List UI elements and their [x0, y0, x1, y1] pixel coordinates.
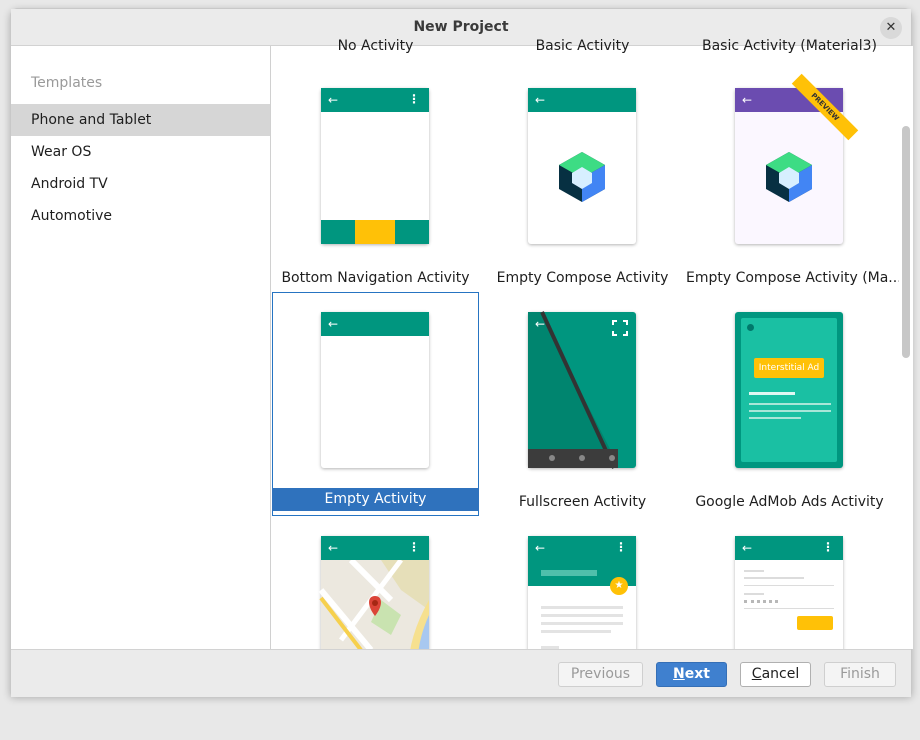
sidebar-item-android-tv[interactable]: Android TV — [31, 176, 108, 192]
back-arrow-icon: ← — [742, 541, 753, 555]
scrollbar-thumb[interactable] — [902, 126, 910, 358]
bottom-nav-bar — [321, 220, 429, 244]
back-arrow-icon: ← — [328, 317, 339, 331]
back-arrow-icon: ← — [742, 93, 753, 107]
templates-sidebar: Templates Phone and Tablet Wear OS Andro… — [11, 46, 271, 649]
toolbar-title-placeholder — [541, 570, 597, 576]
dot-indicator — [747, 324, 754, 331]
template-thumbnail: ← — [528, 311, 636, 469]
template-thumbnail: ← — [528, 88, 636, 244]
template-empty-compose-activity-material3[interactable]: ← PREVIEW Empty Compose Activity (Ma... — [686, 68, 902, 292]
dialog-title: New Project — [413, 19, 509, 35]
app-bar: ← ⋮ — [321, 88, 429, 112]
back-arrow-icon: ← — [328, 541, 339, 555]
template-login-activity[interactable]: ← ⋮ — [686, 516, 893, 740]
app-bar: ← ⋮ — [735, 536, 843, 560]
jetpack-compose-logo-icon — [766, 152, 812, 202]
cancel-label-rest: ancel — [761, 666, 800, 682]
placeholder-line — [749, 392, 795, 395]
app-bar: ← — [528, 88, 636, 112]
new-project-dialog: New Project ✕ Templates Phone and Tablet… — [10, 8, 913, 697]
template-label-no-activity[interactable]: No Activity — [337, 38, 414, 54]
cancel-button[interactable]: Cancel — [740, 662, 811, 687]
template-bottom-navigation-activity[interactable]: ← ⋮ Bottom Navigation Activity — [272, 68, 479, 292]
dialog-footer: Previous Next Cancel Finish — [11, 649, 911, 697]
ad-card: Interstitial Ad — [741, 318, 837, 462]
back-arrow-icon: ← — [535, 93, 546, 107]
template-google-admob-ads-activity[interactable]: Interstitial Ad Google AdMob Ads Activit… — [686, 292, 893, 516]
title-bar: New Project ✕ — [11, 9, 911, 46]
placeholder-line — [541, 606, 623, 609]
template-google-maps-activity[interactable]: ← ⋮ — [272, 516, 479, 740]
placeholder-line — [749, 410, 831, 412]
fab-star-icon: ★ — [610, 577, 628, 595]
template-thumbnail: ← PREVIEW — [735, 73, 859, 244]
interstitial-ad-label: Interstitial Ad — [754, 358, 824, 378]
template-label: Fullscreen Activity — [518, 494, 647, 510]
sidebar-item-automotive[interactable]: Automotive — [31, 208, 112, 224]
more-vert-icon: ⋮ — [408, 92, 420, 106]
template-label: Bottom Navigation Activity — [281, 270, 470, 286]
close-button[interactable]: ✕ — [880, 17, 902, 39]
placeholder-line — [541, 646, 559, 651]
template-grid-scrollbar[interactable] — [899, 46, 913, 649]
app-bar: ← — [321, 312, 429, 336]
placeholder-line — [541, 622, 623, 625]
template-label: Google AdMob Ads Activity — [695, 494, 884, 510]
previous-button[interactable]: Previous — [558, 662, 643, 687]
cancel-mnemonic: C — [751, 666, 762, 682]
template-label: Empty Compose Activity — [496, 270, 669, 286]
sidebar-header: Templates — [31, 75, 103, 91]
sidebar-item-wear-os[interactable]: Wear OS — [31, 144, 92, 160]
template-empty-compose-activity[interactable]: ← Empty Compose Activity — [479, 68, 686, 292]
placeholder-line — [541, 630, 611, 633]
placeholder-line — [744, 577, 804, 579]
back-arrow-icon: ← — [535, 541, 546, 555]
placeholder-line — [749, 417, 801, 419]
template-thumbnail: ← — [321, 312, 429, 468]
bottom-nav-selected-item — [355, 220, 395, 244]
next-mnemonic: N — [673, 666, 685, 682]
template-label-basic-activity[interactable]: Basic Activity — [535, 38, 630, 54]
template-grid: No Activity Basic Activity Basic Activit… — [272, 38, 902, 692]
template-label-basic-activity-material3[interactable]: Basic Activity (Material3) — [701, 38, 878, 54]
more-vert-icon: ⋮ — [615, 540, 627, 554]
back-arrow-icon: ← — [328, 93, 339, 107]
fullscreen-icon — [612, 320, 628, 336]
password-dots — [744, 600, 778, 603]
placeholder-line — [744, 585, 834, 586]
more-vert-icon: ⋮ — [822, 540, 834, 554]
template-empty-activity[interactable]: ← Empty Activity — [272, 292, 479, 516]
finish-button[interactable]: Finish — [824, 662, 896, 687]
placeholder-line — [744, 570, 764, 572]
placeholder-line — [744, 608, 834, 609]
sidebar-item-phone-and-tablet[interactable]: Phone and Tablet — [11, 104, 270, 136]
template-fullscreen-activity[interactable]: ← Fullscreen Activity — [479, 292, 686, 516]
template-thumbnail: Interstitial Ad — [735, 312, 843, 468]
more-vert-icon: ⋮ — [408, 540, 420, 554]
placeholder-line — [744, 593, 764, 595]
template-label: Empty Compose Activity (Ma... — [686, 270, 902, 286]
next-button[interactable]: Next — [656, 662, 727, 687]
template-label: Empty Activity — [272, 488, 479, 511]
placeholder-line — [749, 403, 831, 405]
placeholder-line — [541, 614, 623, 617]
jetpack-compose-logo-icon — [559, 152, 605, 202]
fullscreen-illustration — [528, 311, 618, 469]
login-button-placeholder — [797, 616, 833, 630]
back-arrow-icon: ← — [535, 317, 546, 331]
template-thumbnail: ← ⋮ — [321, 88, 429, 244]
next-label-rest: ext — [684, 666, 710, 682]
template-scrolling-activity[interactable]: ← ⋮ ★ — [479, 516, 686, 740]
app-bar: ← ⋮ — [321, 536, 429, 560]
